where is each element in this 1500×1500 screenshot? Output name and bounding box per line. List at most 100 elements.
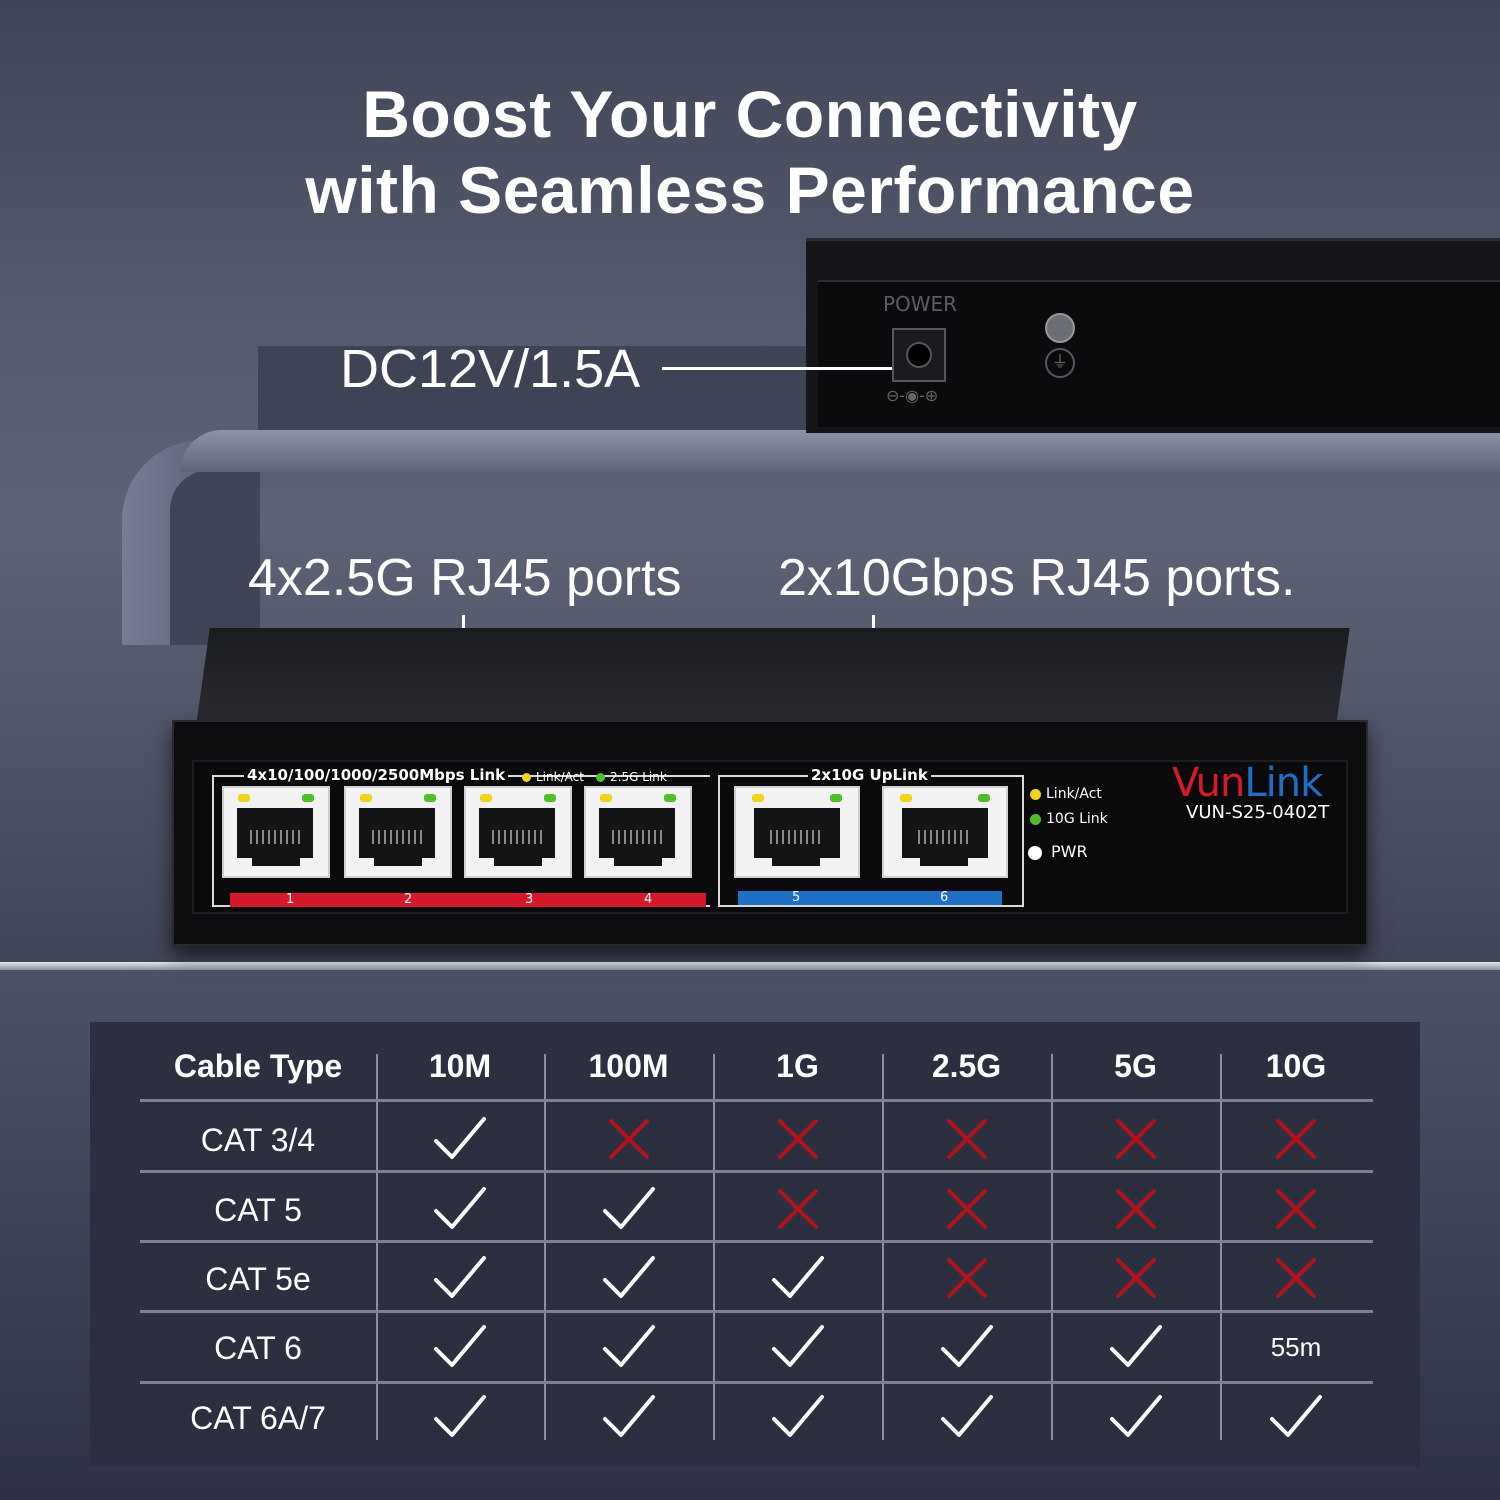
port-pins xyxy=(612,830,664,844)
heading-10g-ports: 2x10Gbps RJ45 ports. xyxy=(778,549,1296,607)
table-header-cell: 2.5G xyxy=(931,1048,1002,1084)
side-led-pwr-label: PWR xyxy=(1051,842,1088,861)
speed-led xyxy=(424,794,436,802)
check-icon xyxy=(376,1176,544,1242)
rj45-port-3[interactable] xyxy=(464,786,572,878)
green-led-icon xyxy=(596,773,605,782)
cable-type-label: CAT 5e xyxy=(205,1261,311,1297)
port-number-3: 3 xyxy=(525,892,534,907)
check-icon xyxy=(376,1314,544,1380)
yellow-led-icon xyxy=(522,773,531,782)
port-bar-blue: 5 6 xyxy=(738,890,1002,905)
rj45-port-2[interactable] xyxy=(344,786,452,878)
rj45-port-6[interactable] xyxy=(882,786,1008,878)
port-bar-red: 1 2 3 4 xyxy=(230,892,706,907)
cross-icon xyxy=(882,1176,1051,1242)
check-icon xyxy=(713,1245,882,1311)
side-led-link-act-label: Link/Act xyxy=(1046,786,1102,802)
table-cell-text: 55m xyxy=(1270,1331,1322,1362)
screw-icon xyxy=(1045,313,1075,343)
side-led-10g-link-label: 10G Link xyxy=(1046,811,1108,827)
port-tab xyxy=(374,848,422,866)
cable-type-label: CAT 6 xyxy=(214,1330,302,1366)
cross-icon xyxy=(713,1176,882,1242)
cable-type-label: CAT 6A/7 xyxy=(190,1400,326,1436)
cross-icon xyxy=(1220,1176,1372,1242)
speed-led xyxy=(664,794,676,802)
link-led xyxy=(480,794,492,802)
cable-type-label: CAT 3/4 xyxy=(200,1122,316,1158)
led-key-2-5g-link-label: 2.5G Link xyxy=(610,770,667,784)
table-header-cell: 10G xyxy=(1265,1048,1327,1084)
group-2-5g-title: 4x10/100/1000/2500Mbps Link xyxy=(244,766,509,784)
check-icon xyxy=(882,1314,1051,1380)
table-header-cell: 5G xyxy=(1114,1048,1157,1084)
table-column-divider xyxy=(544,1054,546,1440)
check-icon xyxy=(544,1176,713,1242)
rj45-port-4[interactable] xyxy=(584,786,692,878)
compatibility-table xyxy=(90,1022,1420,1466)
table-row-divider xyxy=(140,1240,1373,1243)
table-row-divider xyxy=(140,1381,1373,1384)
cross-icon xyxy=(713,1106,882,1172)
table-column-divider xyxy=(1220,1054,1222,1440)
cross-icon xyxy=(882,1245,1051,1311)
led-key-2-5g-link: 2.5G Link xyxy=(596,770,667,784)
link-led xyxy=(238,794,250,802)
table-row-divider xyxy=(140,1099,1373,1102)
rj45-port-1[interactable] xyxy=(222,786,330,878)
shelf-edge-highlight xyxy=(0,962,1500,970)
check-icon xyxy=(544,1314,713,1380)
check-icon xyxy=(1051,1384,1220,1450)
port-pins xyxy=(250,830,302,844)
ground-icon: ⏚ xyxy=(1045,348,1075,378)
green-led-icon xyxy=(1030,813,1041,825)
port-number-6: 6 xyxy=(940,890,949,905)
table-column-divider xyxy=(882,1054,884,1440)
table-header-cell: 100M xyxy=(588,1048,669,1084)
check-icon xyxy=(544,1384,713,1450)
white-led-icon xyxy=(1028,845,1042,860)
led-key-link-act: Link/Act xyxy=(522,770,584,784)
table-row-divider xyxy=(140,1170,1373,1173)
port-pins xyxy=(770,830,822,844)
speed-led xyxy=(544,794,556,802)
check-icon xyxy=(376,1245,544,1311)
side-led-pwr: PWR xyxy=(1028,842,1088,861)
shelf-leg-inner xyxy=(170,470,260,645)
speed-led xyxy=(302,794,314,802)
cross-icon xyxy=(1051,1106,1220,1172)
table-header-cell: Cable Type xyxy=(173,1048,343,1084)
shelf-top xyxy=(180,430,1500,472)
port-pins xyxy=(492,830,544,844)
brand-logo-part-1: Vun xyxy=(1172,760,1245,806)
check-icon xyxy=(713,1384,882,1450)
power-jack-hole xyxy=(906,342,932,368)
power-callout-line xyxy=(662,367,892,370)
port-number-5: 5 xyxy=(792,890,801,905)
link-led xyxy=(752,794,764,802)
check-icon xyxy=(376,1384,544,1450)
cross-icon xyxy=(882,1106,1051,1172)
group-10g-title: 2x10G UpLink xyxy=(808,766,931,784)
port-tab xyxy=(252,848,300,866)
speed-led xyxy=(830,794,842,802)
rj45-port-5[interactable] xyxy=(734,786,860,878)
table-row-divider xyxy=(140,1310,1373,1313)
headline-line-1: Boost Your Connectivity xyxy=(362,77,1138,151)
table-header-cell: 1G xyxy=(776,1048,819,1084)
port-tab xyxy=(494,848,542,866)
port-tab xyxy=(614,848,662,866)
port-number-1: 1 xyxy=(286,892,295,907)
yellow-led-icon xyxy=(1030,788,1041,800)
headline-line-2: with Seamless Performance xyxy=(305,153,1195,227)
link-led xyxy=(600,794,612,802)
cross-icon xyxy=(1220,1245,1372,1311)
port-pins xyxy=(918,830,970,844)
cross-icon xyxy=(1220,1106,1372,1172)
check-icon xyxy=(1051,1314,1220,1380)
table-column-divider xyxy=(713,1054,715,1440)
link-led xyxy=(360,794,372,802)
cable-type-label: CAT 5 xyxy=(214,1192,302,1228)
port-tab xyxy=(772,848,820,866)
